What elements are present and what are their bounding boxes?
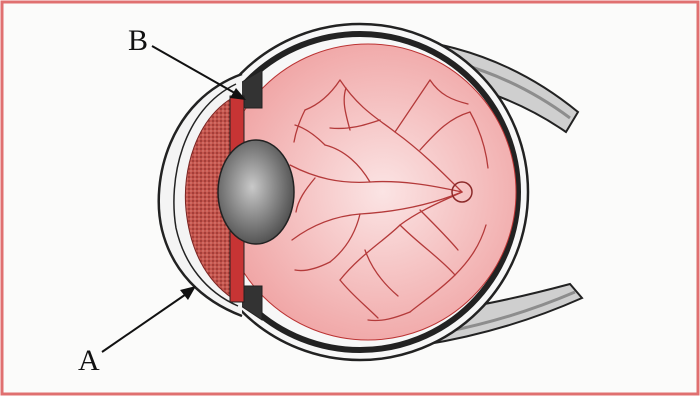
label-b: B: [128, 24, 148, 57]
label-a: A: [78, 344, 100, 377]
lens: [218, 140, 294, 244]
